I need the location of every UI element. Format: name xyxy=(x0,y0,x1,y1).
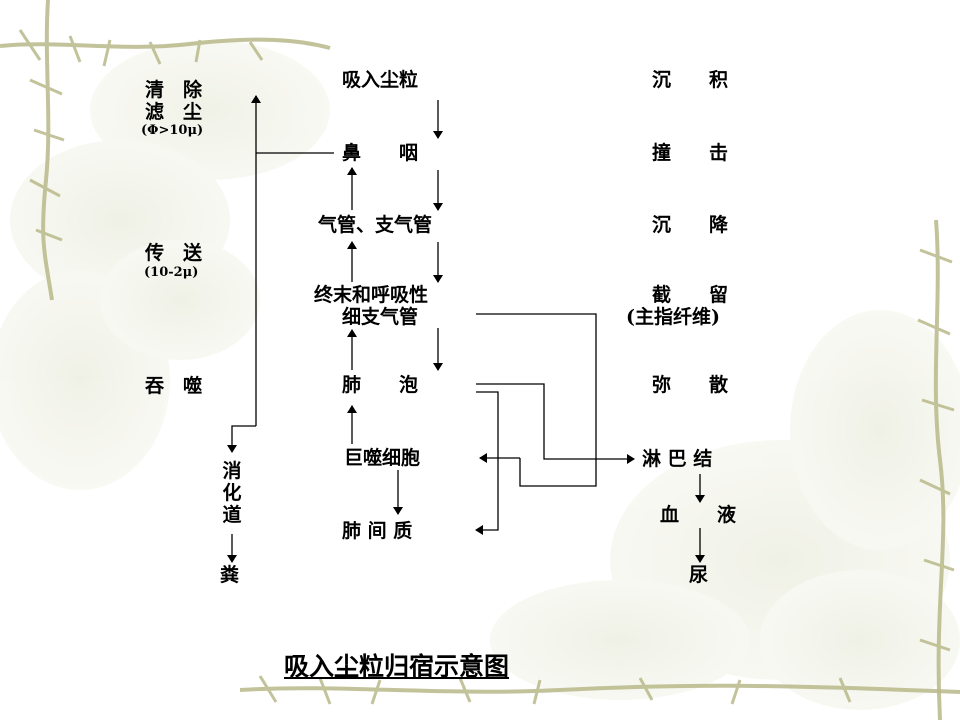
node-interstitium: 肺 间 质 xyxy=(342,520,413,542)
diagram-title: 吸入尘粒归宿示意图 xyxy=(284,652,510,681)
label-clear-size: (Φ>10μ) xyxy=(141,123,204,138)
label-diffusion: 弥 散 xyxy=(652,374,729,396)
node-bronchioles: 细支气管 xyxy=(342,306,419,328)
label-transport: 传 送 xyxy=(145,242,203,264)
label-phagocytosis: 吞 噬 xyxy=(145,375,203,397)
node-inhaled-dust: 吸入尘粒 xyxy=(342,69,419,91)
node-trachea-bronchi: 气管、支气管 xyxy=(318,214,433,236)
label-digestive-tract: 消化道 xyxy=(222,460,242,526)
label-deposition: 沉 积 xyxy=(652,69,729,91)
label-transport-size: (10-2μ) xyxy=(144,265,199,280)
label-feces: 粪 xyxy=(220,564,240,586)
arrow-left-column-to-digest xyxy=(227,425,256,453)
label-interception: 截 留 xyxy=(652,284,729,306)
vine-right-decoration xyxy=(917,219,955,720)
node-urine: 尿 xyxy=(689,564,709,586)
label-sedimentation: 沉 降 xyxy=(652,214,729,236)
node-lymph-node: 淋 巴 结 xyxy=(642,448,713,470)
label-clear: 清 除 xyxy=(145,79,203,101)
node-blood: 血 液 xyxy=(660,504,737,526)
label-filter: 滤 尘 xyxy=(145,101,203,123)
arrow-alveoli-to-interstitium xyxy=(475,391,499,535)
flower-right-decoration xyxy=(490,310,960,710)
label-interception-note: (主指纤维) xyxy=(626,306,720,328)
vine-top-left-decoration xyxy=(0,0,331,301)
node-nasopharynx: 鼻 咽 xyxy=(342,142,419,164)
line-terminal-to-macrophage xyxy=(476,313,597,487)
vine-bottom-decoration xyxy=(239,675,960,705)
node-terminal-respiratory: 终末和呼吸性 xyxy=(314,284,429,306)
label-impaction: 撞 击 xyxy=(652,142,729,164)
node-macrophage: 巨噬细胞 xyxy=(344,447,421,469)
node-alveoli: 肺 泡 xyxy=(342,374,419,396)
arrow-alveoli-to-lymph xyxy=(476,383,635,464)
flower-left-decoration xyxy=(0,40,330,490)
